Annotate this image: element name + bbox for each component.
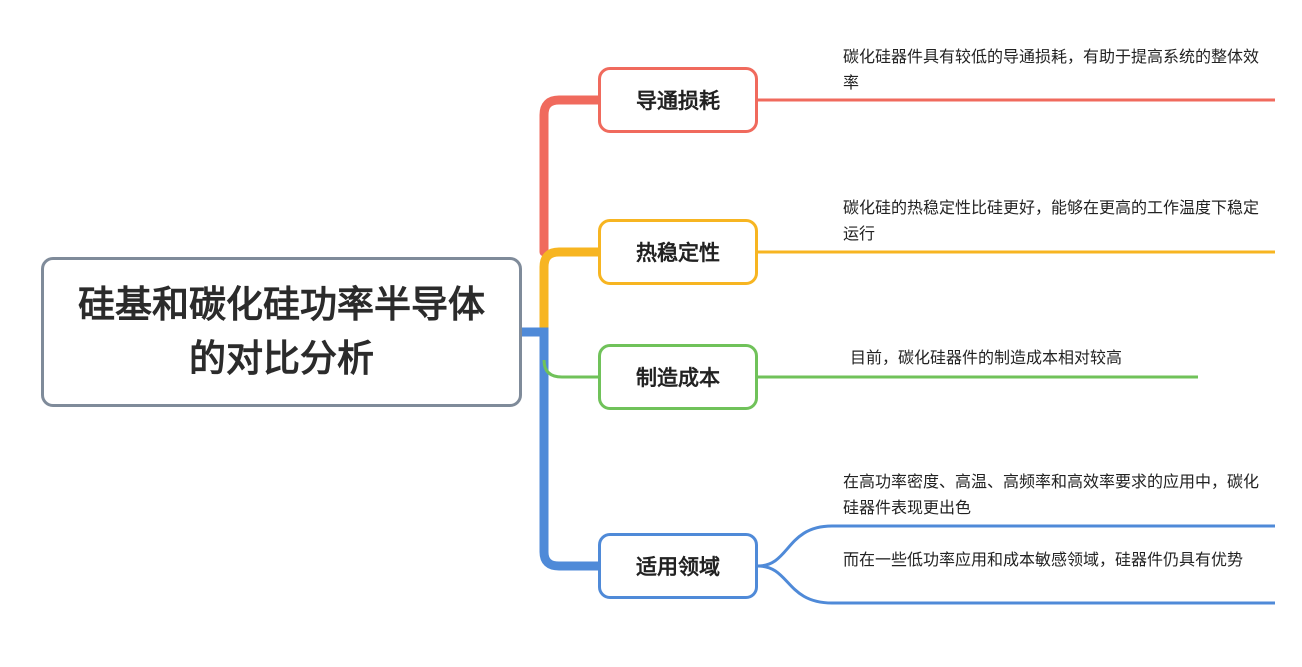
leaf-note-thermal-stability: 碳化硅的热稳定性比硅更好，能够在更高的工作温度下稳定运行 (843, 198, 1260, 243)
trunk-orange (539, 247, 598, 330)
branch-conduction-loss[interactable]: 导通损耗 (598, 67, 758, 133)
branch-application-field[interactable]: 适用领域 (598, 533, 758, 599)
branch-thermal-stability[interactable]: 热稳定性 (598, 219, 758, 285)
leaf-fork (757, 524, 1275, 605)
branch-manufacturing-cost[interactable]: 制造成本 (598, 344, 758, 410)
branch-label: 制造成本 (636, 366, 720, 390)
leaf-note-application-high-power: 在高功率密度、高温、高频率和高效率要求的应用中，碳化硅器件表现更出色 (843, 472, 1260, 517)
leaf-note-conduction-loss: 碳化硅器件具有较低的导通损耗，有助于提高系统的整体效率 (843, 47, 1260, 92)
leaf-note-manufacturing-cost: 目前，碳化硅器件的制造成本相对较高 (850, 348, 1123, 367)
branch-label: 热稳定性 (636, 241, 720, 265)
branch-label: 适用领域 (636, 555, 720, 579)
connector-green (542, 359, 598, 379)
branch-label: 导通损耗 (636, 89, 720, 113)
root-title: 硅基和碳化硅功率半导体的对比分析 (78, 283, 485, 380)
root-node[interactable]: 硅基和碳化硅功率半导体的对比分析 (41, 257, 522, 407)
leaf-note-application-low-power: 而在一些低功率应用和成本敏感领域，硅器件仍具有优势 (843, 550, 1244, 569)
trunk-blue (522, 327, 598, 571)
trunk-red (539, 95, 603, 257)
